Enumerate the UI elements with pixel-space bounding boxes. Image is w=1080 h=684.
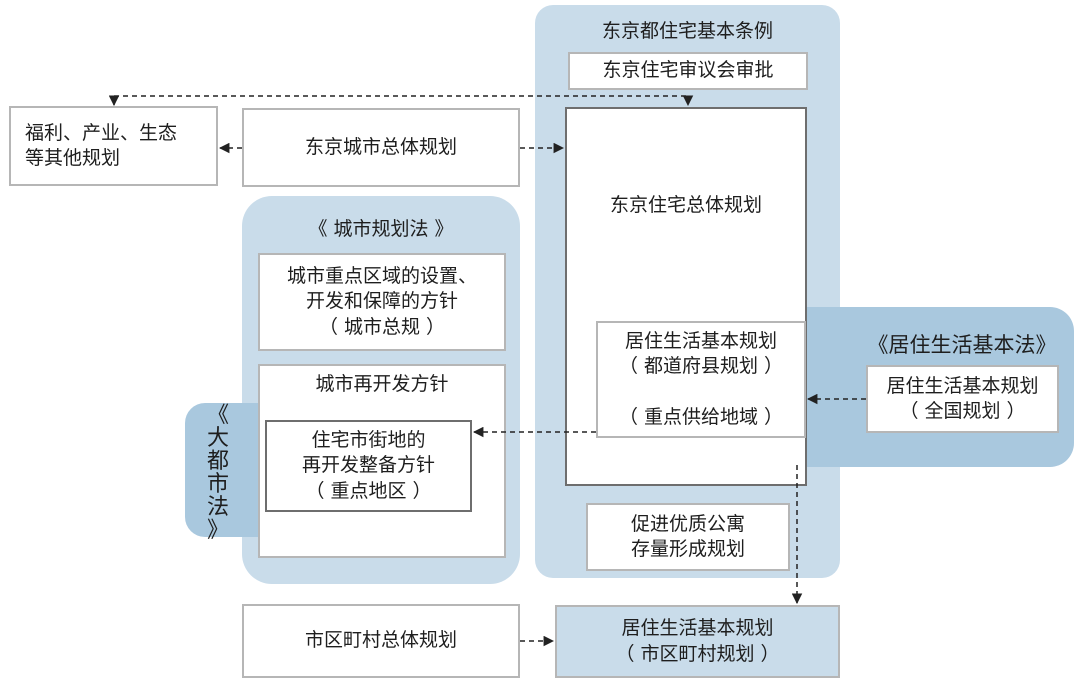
municipal-master-plan-box: 市区町村总体规划: [242, 604, 520, 678]
residential-basic-law-title: 《居住生活基本法》: [867, 333, 1057, 357]
tokyo-housing-master-plan-label: 东京住宅总体规划: [609, 194, 762, 216]
residential-district-policy-box: 住宅市街地的 再开发整备方针 （ 重点地区 ）: [265, 420, 472, 512]
quality-apartment-plan-box: 促进优质公寓 存量形成规划: [586, 503, 790, 571]
key-area-policy-box: 城市重点区域的设置、 开发和保障的方针 （ 城市总规 ）: [258, 253, 506, 351]
urban-redevelopment-policy-label: 城市再开发方针: [315, 373, 449, 395]
welfare-other-plans-box: 福利、产业、生态 等其他规划: [9, 106, 218, 186]
prefecture-residential-plan-box: 居住生活基本规划 （ 都道府县规划 ） （ 重点供给地域 ）: [596, 321, 806, 438]
national-residential-plan-box: 居住生活基本规划 （ 全国规划 ）: [866, 365, 1059, 433]
metropolis-law-title: 《 大 都 市 法 》: [206, 403, 229, 544]
tokyo-city-master-plan-box: 东京城市总体规划: [242, 108, 520, 187]
housing-council-approval-box: 东京住宅审议会审批: [568, 52, 808, 90]
city-planning-law-title: 《 城市规划法 》: [308, 218, 454, 240]
municipal-residential-plan-box: 居住生活基本规划 （ 市区町村规划 ）: [555, 605, 840, 678]
arrow-approval-to-welfare-and-housing: [108, 95, 694, 107]
tokyo-housing-ordinance-title: 东京都住宅基本条例: [601, 20, 773, 42]
